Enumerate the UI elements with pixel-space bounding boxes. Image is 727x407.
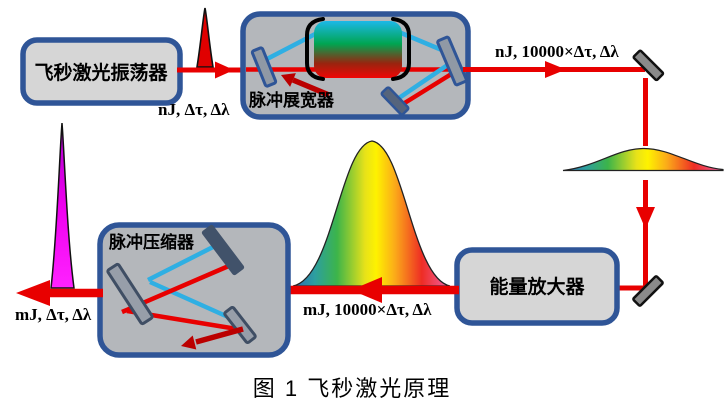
- seed-pulse-icon: [196, 7, 214, 68]
- bracket-right-icon: [391, 17, 411, 81]
- arrowhead-right-icon: [545, 61, 566, 78]
- amplified-pulse-icon: [292, 140, 451, 287]
- fold-mirror-top-right-icon: [632, 49, 665, 82]
- beam-stretcher-return-arrow: [291, 77, 331, 98]
- dispersion-medium-block: [314, 21, 402, 78]
- bracket-left-icon: [305, 17, 325, 81]
- beam-compressor-return-arrow: [195, 326, 244, 345]
- stretcher-mirror-left-icon: [250, 46, 278, 88]
- stretched-pulse-icon: [562, 147, 724, 172]
- stretcher-mirror-right-icon: [436, 35, 468, 87]
- beam-compressor-cyan-up: [146, 244, 215, 283]
- beam-stretcher-cyan-down: [397, 60, 454, 100]
- stretcher-output-label: nJ, 10000×Δτ, Δλ: [495, 42, 619, 61]
- amplifier-output-label: mJ, 10000×Δτ, Δλ: [303, 300, 432, 319]
- arrowhead-down-icon: [636, 207, 655, 229]
- fold-mirror-bottom-right-icon: [632, 275, 664, 307]
- stretcher-mirror-bottom-icon: [380, 86, 410, 116]
- oscillator-label: 飞秒激光振荡器: [34, 61, 168, 84]
- compressor-grating-left-icon: [106, 262, 154, 326]
- compressor-mirror-top-icon: [201, 224, 245, 276]
- beam-stretcher-red-down: [401, 71, 455, 106]
- arrowhead-right-icon: [215, 61, 234, 79]
- arrowhead-left-icon: [351, 277, 382, 303]
- arrowhead-upleft-icon: [281, 73, 296, 87]
- beam-stretcher-cyan-left: [265, 29, 323, 61]
- stretcher-label: 脉冲展宽器: [248, 90, 335, 110]
- amplifier-label: 能量放大器: [489, 275, 585, 298]
- compressor-label: 脉冲压缩器: [108, 232, 195, 252]
- figure-caption: 图 1 飞秒激光原理: [253, 376, 451, 401]
- compressor-output-label: mJ, Δτ, Δλ: [15, 305, 92, 324]
- compressed-pulse-icon: [50, 122, 75, 289]
- arrowhead-left-icon: [16, 280, 50, 306]
- oscillator-output-label: nJ, Δτ, Δλ: [158, 100, 230, 119]
- arrowhead-downleft-icon: [181, 335, 197, 350]
